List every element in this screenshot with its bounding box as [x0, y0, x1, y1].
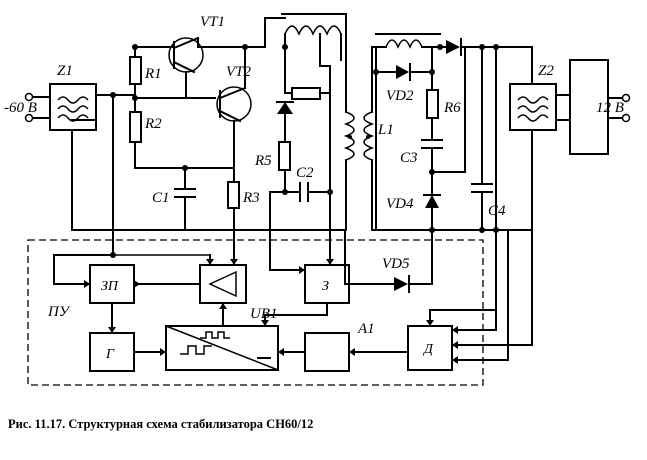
z1-filter [49, 83, 97, 131]
label-r5: R5 [254, 153, 272, 169]
label-vd4: VD4 [386, 196, 414, 212]
a1-block [304, 332, 350, 372]
diode-r5 [276, 101, 294, 114]
block-zp-label: ЗП [101, 279, 119, 294]
label-r1: R1 [144, 66, 162, 82]
block-g-label: Г [105, 347, 115, 362]
amplifier-block [199, 264, 247, 304]
z2-filter [495, 46, 557, 331]
label-input-voltage: -60 В [4, 100, 37, 116]
label-pu: ПУ [47, 304, 71, 320]
label-z2: Z2 [538, 63, 554, 79]
label-c4: C4 [488, 203, 506, 219]
label-vd5: VD5 [382, 256, 410, 272]
label-c2: C2 [296, 165, 314, 181]
label-r6: R6 [443, 100, 461, 116]
figure-caption: Рис. 11.17. Структурная схема стабилизат… [8, 417, 313, 431]
label-l1: L1 [377, 122, 394, 138]
label-output-voltage: 12 В [596, 100, 624, 116]
label-a1: A1 [357, 321, 375, 337]
label-vt2: VT2 [226, 64, 252, 80]
block-d-label: Д [422, 342, 434, 357]
input-terminals [24, 92, 51, 123]
control-unit-boundary [27, 239, 484, 386]
label-c1: C1 [152, 190, 170, 206]
label-vt1: VT1 [200, 14, 225, 30]
label-r2: R2 [144, 116, 162, 132]
block-z-label: З [322, 279, 329, 294]
label-r3: R3 [242, 190, 260, 206]
label-c3: C3 [400, 150, 418, 166]
label-vd2: VD2 [386, 88, 414, 104]
label-ub1: UB1 [250, 306, 278, 322]
vt1-transistor [168, 36, 266, 99]
vt2-transistor [216, 46, 252, 181]
load-block [569, 59, 609, 155]
label-z1: Z1 [57, 63, 73, 79]
